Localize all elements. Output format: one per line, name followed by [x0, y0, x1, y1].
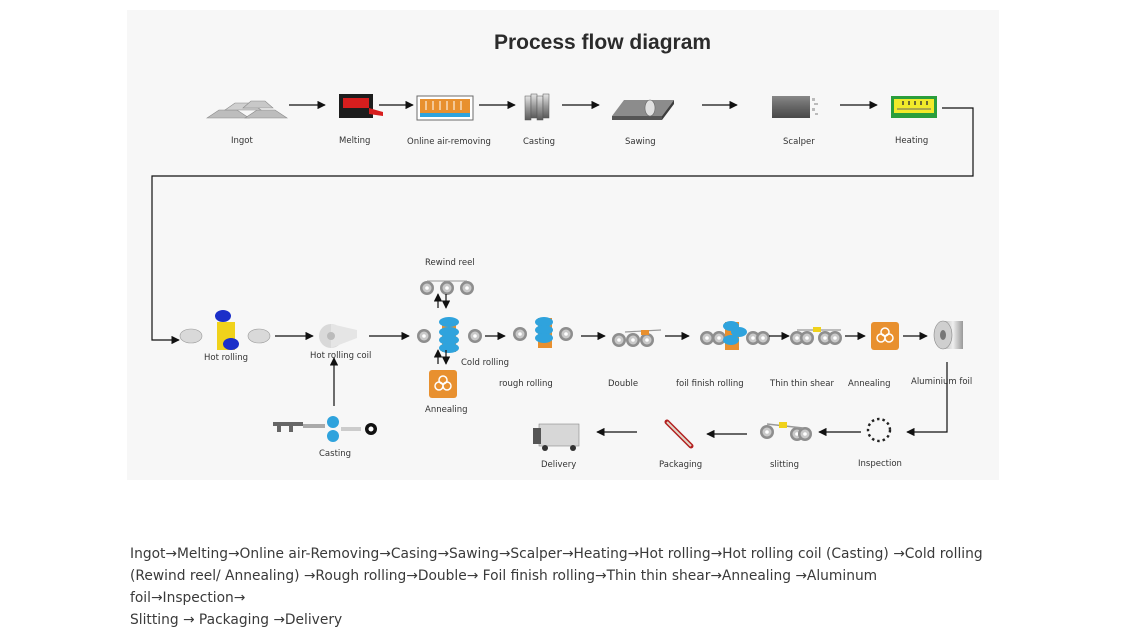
bidirectional-arrow-icon — [433, 349, 451, 365]
label-delivery: Delivery — [541, 460, 576, 470]
caption-line-3: Slitting → Packaging →Delivery — [130, 612, 343, 628]
label-slitting: slitting — [770, 460, 799, 470]
label-online-air-removing: Online air-removing — [407, 137, 491, 147]
label-inspection: Inspection — [858, 459, 902, 469]
label-hot-rolling: Hot rolling — [204, 353, 248, 363]
label-sawing: Sawing — [625, 137, 656, 147]
label-melting: Melting — [339, 136, 370, 146]
hot-rolling-mill-icon — [179, 310, 271, 350]
rough-rolling-mill-icon — [513, 317, 573, 348]
process-caption: Ingot→Melting→Online air-Removing→Casing… — [130, 543, 990, 631]
aluminium-foil-roll-icon — [933, 320, 963, 350]
label-double: Double — [608, 379, 638, 389]
ingot-icon — [206, 100, 288, 119]
label-cold-rolling: Cold rolling — [461, 358, 509, 368]
process-flow-diagram: Process flow diagram Ingot Melting Onlin… — [127, 10, 999, 480]
foil-finish-rolling-mill-icon — [700, 321, 770, 350]
continuous-casting-icon — [273, 416, 377, 442]
label-thin-thin-shear: Thin thin shear — [769, 379, 834, 389]
annealing-furnace-icon — [871, 322, 899, 350]
label-hot-rolling-coil: Hot rolling coil — [310, 351, 371, 361]
label-rough-rolling: rough rolling — [499, 379, 553, 389]
label-aluminium-foil: Aluminium foil — [911, 377, 972, 387]
annealing-furnace-icon — [429, 370, 457, 398]
label-casting: Casting — [523, 137, 555, 147]
label-packaging: Packaging — [659, 460, 702, 470]
diagram-canvas: Process flow diagram Ingot Melting Onlin… — [151, 31, 974, 470]
melting-furnace-icon — [339, 94, 383, 118]
delivery-truck-icon — [533, 423, 580, 451]
label-annealing: Annealing — [848, 379, 891, 389]
label-foil-finish-rolling: foil finish rolling — [676, 379, 744, 389]
label-casting-bottom: Casting — [319, 449, 351, 459]
heating-furnace-icon — [891, 96, 937, 118]
connector-line — [151, 107, 974, 345]
packaging-icon — [664, 419, 694, 449]
scalper-icon — [772, 96, 818, 118]
sawing-icon — [612, 99, 674, 120]
slitting-machine-icon — [760, 422, 812, 441]
cold-rolling-mill-icon — [417, 317, 482, 353]
rewind-reel-icon — [420, 280, 474, 295]
hot-rolling-coil-icon — [319, 324, 357, 348]
caption-line-2: (Rewind reel/ Annealing) →Rough rolling→… — [130, 568, 878, 606]
caption-line-1: Ingot→Melting→Online air-Removing→Casing… — [130, 546, 983, 562]
connector-line — [906, 362, 948, 437]
casting-icon — [524, 93, 550, 121]
label-rewind-reel: Rewind reel — [425, 258, 475, 268]
air-removing-icon — [416, 95, 474, 121]
bidirectional-arrow-icon — [433, 293, 451, 309]
label-annealing-cold: Annealing — [425, 405, 468, 415]
doubling-machine-icon — [612, 329, 662, 347]
label-heating: Heating — [895, 136, 928, 146]
label-scalper: Scalper — [783, 137, 815, 147]
label-ingot: Ingot — [231, 136, 253, 146]
shearing-machine-icon — [790, 327, 842, 345]
diagram-title: Process flow diagram — [494, 31, 711, 54]
inspection-icon — [866, 417, 892, 443]
